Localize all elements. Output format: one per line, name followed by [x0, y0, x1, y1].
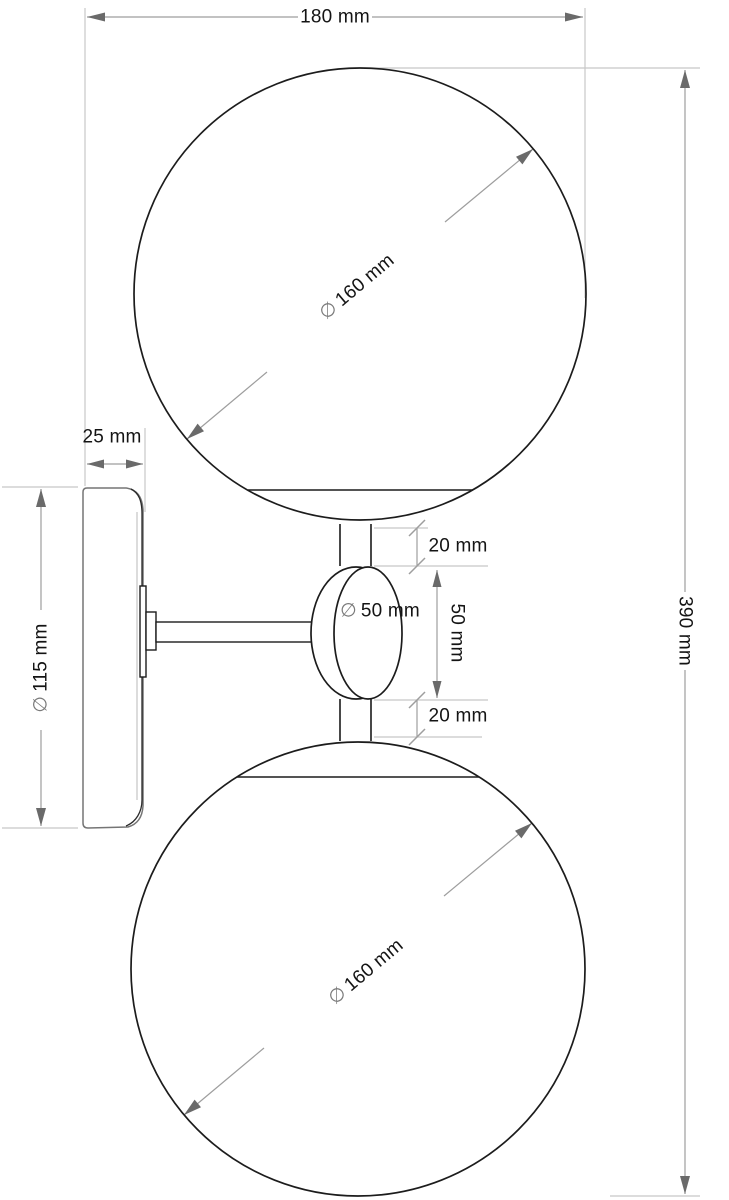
arrowhead-height-bottom [680, 1176, 690, 1194]
support-arm [155, 621, 315, 643]
dim-label-overall-height: 390 mm [674, 596, 696, 666]
lower-globe-outline [130, 741, 586, 1197]
arrowhead-lower-globe-lowerleft [184, 1099, 201, 1115]
dim-label-backplate-depth: 25 mm [82, 428, 141, 447]
dim-label-lower-stem: 20 mm [428, 707, 487, 726]
lamp-geometry [82, 67, 587, 1197]
upper-globe-outline [133, 67, 587, 521]
arrowhead-plate-depth-right [126, 459, 143, 469]
dim-value: 50 mm [446, 603, 468, 663]
dim-value: 390 mm [674, 596, 696, 666]
arrowhead-lower-globe-upperright [515, 823, 532, 839]
arrowhead-upper-globe-upperright [516, 149, 533, 165]
arrowhead-width-right [565, 12, 583, 22]
hub-front-face [333, 566, 403, 700]
dimension-tick-marks [408, 519, 426, 746]
diameter-symbol: ∅ [30, 695, 52, 713]
dim-value: 25 mm [82, 426, 142, 448]
dim-label-overall-width: 180 mm [300, 8, 370, 27]
backplate-edge-accent [125, 488, 143, 827]
extension-lines [2, 8, 700, 1197]
dim-label-backplate-diameter: ∅ 115 mm [30, 623, 52, 713]
bracket-block [145, 611, 157, 651]
tick-lower-stem-bottom [408, 728, 426, 746]
dim-value: 20 mm [428, 535, 488, 557]
dimension-lines [40, 16, 686, 1194]
arrowhead-hub-height-top [432, 570, 442, 587]
upper-stem [339, 524, 372, 566]
diameter-symbol: ∅ [340, 600, 357, 622]
dim-label-hub-height: 50 mm [446, 603, 468, 663]
dim-label-upper-stem: 20 mm [428, 537, 487, 556]
arrowhead-width-left [87, 12, 105, 22]
dim-label-hub-diameter: ∅50 mm [340, 602, 420, 621]
arrowhead-plate-depth-left [87, 459, 104, 469]
bracket-strip [139, 585, 147, 678]
tick-upper-stem-top [408, 519, 426, 537]
dim-value: 180 mm [300, 6, 370, 28]
arrowhead-hub-height-bottom [432, 681, 442, 698]
dim-value: 20 mm [428, 705, 488, 727]
lower-stem [339, 699, 372, 741]
arrowhead-plate-dia-bottom [36, 808, 46, 826]
tick-lower-stem-top [408, 691, 426, 709]
arrowhead-upper-globe-lowerleft [187, 423, 204, 439]
backplate-outline [82, 487, 144, 829]
arrowhead-height-top [680, 70, 690, 88]
arrowhead-plate-dia-top [36, 489, 46, 507]
tick-upper-stem-bottom [408, 557, 426, 575]
dim-value: 115 mm [30, 623, 52, 692]
dim-value: 50 mm [360, 600, 420, 622]
